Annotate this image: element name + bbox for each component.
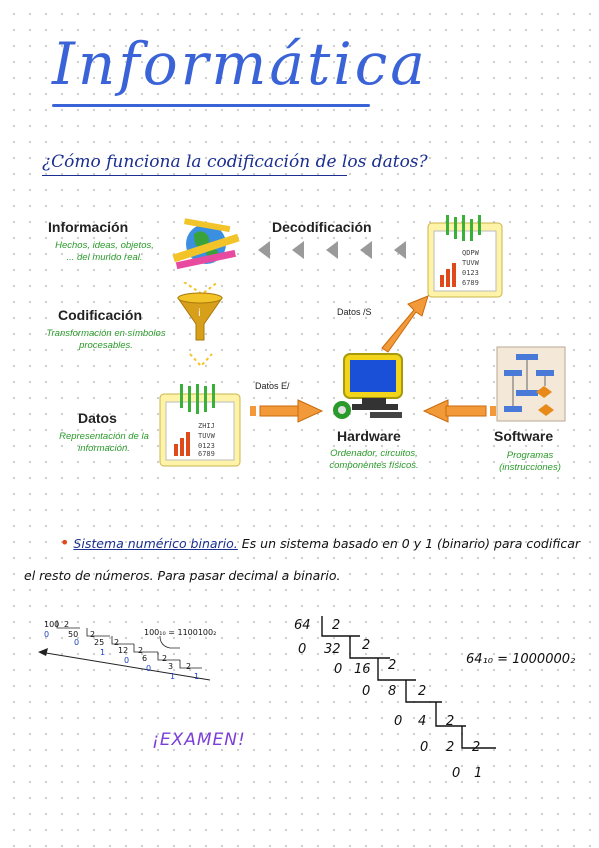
big-div-divisor-2: 2	[362, 638, 371, 653]
desc-software: Programas (instrucciones)	[499, 450, 561, 473]
flowchart-icon	[496, 346, 566, 422]
label-datos: Datos	[78, 410, 117, 426]
svg-text:TUVW: TUVW	[462, 259, 480, 267]
svg-text:0123: 0123	[198, 442, 215, 450]
label-hardware: Hardware	[337, 428, 401, 444]
small-div-d3: 2	[114, 638, 120, 647]
svg-text:0123: 0123	[462, 269, 479, 277]
desc-hardware: Ordenador, circuitos, componentes físico…	[329, 448, 419, 471]
small-div-r2: 0	[74, 638, 80, 647]
small-div-d4: 2	[138, 646, 144, 655]
small-div-r6: 1	[170, 672, 176, 681]
small-div-3: 3	[168, 662, 174, 671]
desc-datos: Representación de la información.	[59, 431, 149, 454]
big-div-rem-2: 0	[334, 662, 343, 677]
arrow-up-right-icon	[381, 295, 429, 353]
svg-text:6789: 6789	[198, 450, 215, 458]
bullet-text1: Es un sistema basado en 0 y 1 (binario) …	[241, 536, 581, 551]
desc-codificacion: Transformación en símbolos procesables.	[46, 328, 166, 351]
big-div-divisor-5: 2	[446, 714, 455, 729]
down-chevron-icon	[189, 353, 213, 368]
small-div-25: 25	[94, 638, 105, 647]
arrow-right-icon	[250, 399, 324, 423]
small-division-lines	[38, 620, 211, 681]
big-div-2: 2	[446, 740, 455, 755]
small-div-d1: 2	[64, 620, 70, 629]
label-decodificacion: Decodificación	[272, 219, 372, 235]
small-div-d5: 2	[162, 654, 168, 663]
big-div-divisor-6: 2	[472, 740, 481, 755]
question-heading: ¿Cómo funciona la codificación de los da…	[42, 152, 428, 172]
arrow-left-icon	[422, 399, 496, 423]
page-title: Informática	[52, 30, 428, 98]
svg-text:QDPW: QDPW	[462, 249, 480, 257]
small-div-d2: 2	[90, 630, 96, 639]
examen-note: ¡EXAMEN!	[152, 730, 246, 750]
bullet-line: • Sistema numérico binario. Es un sistem…	[60, 533, 580, 552]
svg-text:i: i	[198, 308, 201, 319]
big-div-8: 8	[388, 684, 397, 699]
small-div-r3: 1	[100, 648, 106, 657]
question-underline	[42, 175, 347, 176]
small-div-r5: 0	[146, 664, 152, 673]
small-div-last: 1	[194, 672, 200, 681]
big-div-64: 64	[294, 618, 311, 633]
small-division: 100 2 0 50 2 0 25 2 1 12 2 0 6 2 0 3 2 1…	[30, 618, 220, 698]
label-datos-s: Datos /S	[337, 307, 372, 317]
small-div-result: 100₁₀ = 1100100₂	[144, 628, 217, 637]
small-div-6: 6	[142, 654, 148, 663]
svg-text:TUVW: TUVW	[198, 432, 216, 440]
small-div-100: 100	[44, 620, 60, 629]
title-underline	[52, 104, 370, 107]
funnel-icon: i	[177, 282, 223, 341]
big-div-rem-3: 0	[362, 684, 371, 699]
label-informacion: Información	[48, 219, 129, 235]
big-div-rem-1: 0	[298, 642, 307, 657]
small-div-r1: 0	[44, 630, 50, 639]
decode-arrows	[258, 241, 406, 259]
bullet-dot: •	[60, 533, 70, 552]
big-div-16: 16	[354, 662, 371, 677]
big-div-32: 32	[324, 642, 341, 657]
computer-icon	[333, 353, 403, 419]
big-div-result: 64₁₀ = 1000000₂	[466, 652, 576, 667]
label-datos-es: Datos E/	[255, 381, 290, 391]
desc-informacion: Hechos, ideas, objetos, ... del mundo re…	[55, 240, 154, 263]
big-div-last: 1	[474, 766, 483, 781]
small-div-12: 12	[118, 646, 129, 655]
small-div-d6: 2	[186, 662, 192, 671]
big-div-rem-6: 0	[452, 766, 461, 781]
big-div-rem-5: 0	[420, 740, 429, 755]
small-div-r4: 0	[124, 656, 130, 665]
big-div-divisor-1: 2	[332, 618, 341, 633]
binary-screen-icon: QDPW TUVW 0123 6789	[427, 215, 503, 298]
big-division-lines	[321, 616, 496, 749]
label-software: Software	[494, 428, 554, 444]
svg-text:ZHIJ: ZHIJ	[198, 422, 215, 430]
big-div-4: 4	[418, 714, 427, 729]
globe-icon	[172, 218, 240, 270]
bullet-heading: Sistema numérico binario.	[73, 536, 238, 551]
svg-text:6789: 6789	[462, 279, 479, 287]
bullet-text2: el resto de números. Para pasar decimal …	[24, 568, 341, 583]
label-codificacion: Codificación	[58, 307, 143, 323]
small-div-50: 50	[68, 630, 79, 639]
big-div-divisor-3: 2	[388, 658, 397, 673]
big-div-divisor-4: 2	[418, 684, 427, 699]
big-div-rem-4: 0	[394, 714, 403, 729]
